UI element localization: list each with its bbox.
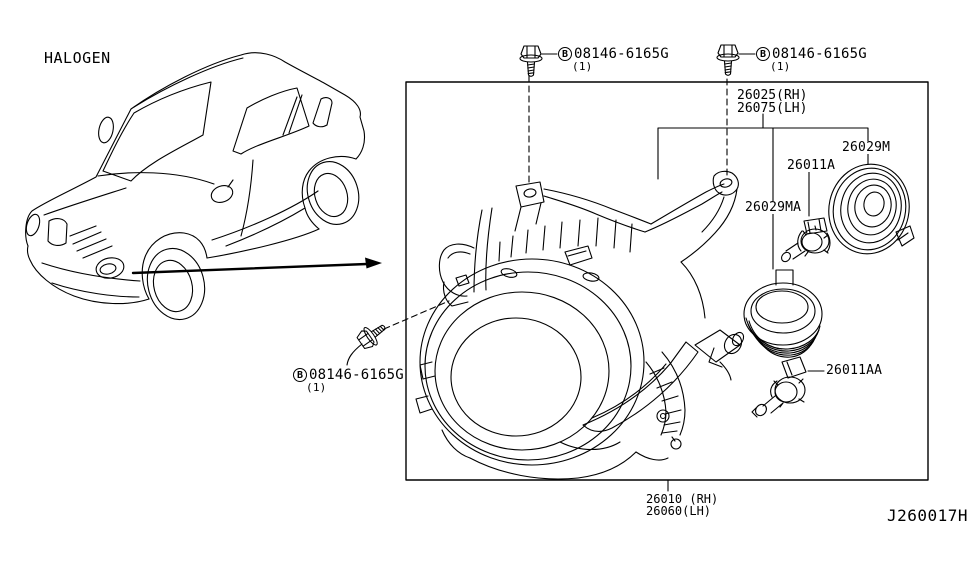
fastener-label-side: B 08146-6165G <box>293 368 404 382</box>
car-grille-louvres <box>69 225 113 259</box>
part-number-rh: 26010 (RH) <box>646 492 719 506</box>
bolt-icon-side <box>354 317 391 353</box>
part-label-headlamp-housing: 26025(RH) 26075(LH) <box>737 89 807 115</box>
b-prefix-badge: B <box>558 47 572 61</box>
fastener-part-number: 08146-6165G <box>309 367 404 383</box>
part-label-headlamp-assy: 26010 (RH) 26060(LH) <box>646 493 718 517</box>
car-illustration <box>25 52 366 321</box>
car-bumper-lip <box>51 282 140 298</box>
assembly-boundary-box <box>405 81 929 481</box>
part-label-seal-ring: 26029MA <box>744 200 803 215</box>
part-number-rh: 26025(RH) <box>737 88 808 103</box>
bulb-26011a-drawing <box>781 217 831 263</box>
car-bumper-crease <box>41 262 141 282</box>
bolt-side-leader <box>383 300 450 330</box>
car-door-mirror <box>210 185 234 203</box>
car-front-wheel-arch <box>141 232 208 300</box>
bolt-icon-top-right <box>716 44 740 76</box>
car-windshield <box>102 81 212 182</box>
headlamp-assembly-drawing <box>415 170 745 480</box>
car-front-tire <box>146 247 206 321</box>
car-right-headlamp-inner <box>99 263 117 275</box>
car-mirror-stem <box>227 179 234 188</box>
fastener-label-top-right: B 08146-6165G <box>756 47 867 61</box>
part-label-bulb-cover: 26029M <box>841 140 892 155</box>
leader-lines <box>346 53 869 492</box>
b-prefix-badge: B <box>293 368 307 382</box>
bolt-side-label-leader <box>346 343 363 366</box>
car-cowl-line <box>97 172 215 185</box>
fastener-quantity: (1) <box>572 60 593 73</box>
car-front-window <box>232 87 310 155</box>
fastener-part-number: 08146-6165G <box>574 46 669 62</box>
housing-label-bracket <box>657 113 869 270</box>
fastener-quantity: (1) <box>770 60 791 73</box>
fastener-part-number: 08146-6165G <box>772 46 867 62</box>
part-label-headlamp-bulb: 26011A <box>786 158 837 173</box>
car-front-bumper <box>26 245 150 305</box>
car-rocker-line <box>206 228 320 259</box>
seal-ring-26029ma-drawing <box>743 269 823 358</box>
car-door-seam <box>240 159 254 237</box>
car-hood-crease <box>43 187 127 216</box>
car-b-pillar <box>282 94 303 136</box>
car-side-crease <box>211 190 319 241</box>
car-lower-body-line <box>225 207 306 247</box>
car-roof-line <box>133 57 244 108</box>
pointer-arrow <box>131 257 382 275</box>
car-left-mirror <box>98 116 114 144</box>
b-prefix-badge: B <box>756 47 770 61</box>
car-grille-frame <box>47 218 68 246</box>
bolt-icon-top-left <box>519 45 543 77</box>
fastener-label-top-left: B 08146-6165G <box>558 47 669 61</box>
part-number-lh: 26060(LH) <box>646 504 712 518</box>
part-label-bulb-secondary: 26011AA <box>826 363 883 378</box>
car-rear-rim <box>313 172 349 218</box>
car-quarter-window <box>312 97 333 128</box>
car-left-headlamp <box>25 213 41 237</box>
car-front-rim <box>152 259 194 313</box>
fastener-quantity: (1) <box>306 381 327 394</box>
diagram-code: J260017H <box>887 506 969 525</box>
system-type-label: HALOGEN <box>44 49 111 67</box>
car-body-outline <box>25 52 366 247</box>
cover-26029m-drawing <box>828 163 915 255</box>
car-rear-tire <box>306 161 360 225</box>
part-number-lh: 26075(LH) <box>737 101 808 116</box>
bulb-26011aa-drawing <box>751 356 807 418</box>
car-rear-wheel-arch <box>301 155 357 230</box>
